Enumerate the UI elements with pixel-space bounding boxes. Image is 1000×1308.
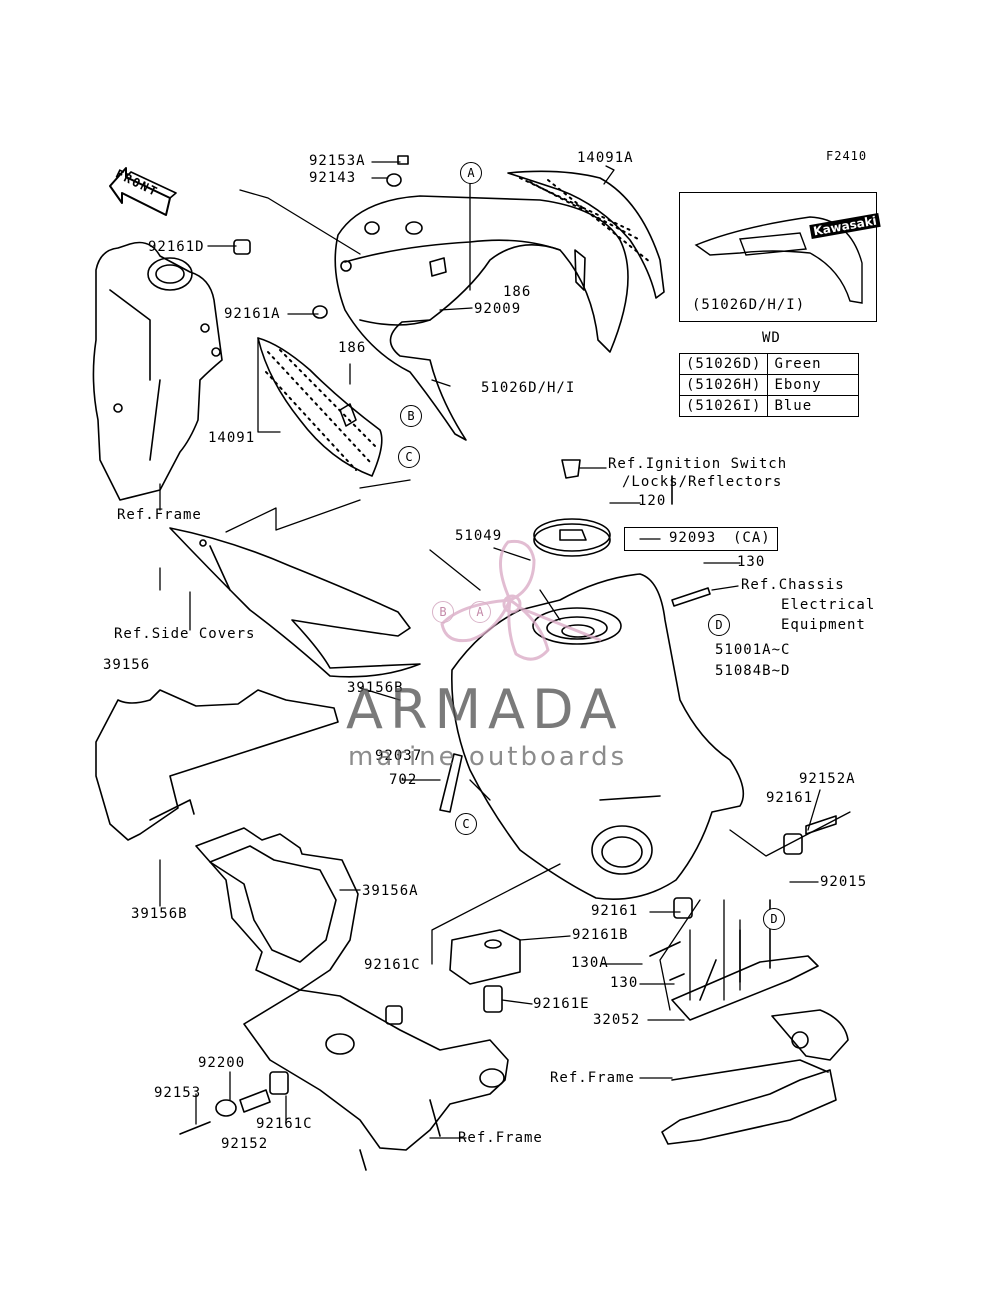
part-note-ca: (CA)	[733, 530, 771, 546]
color-variant-inset: Kawasaki (51026D/H/I)	[679, 192, 881, 322]
part-label: 51001A~C	[715, 642, 791, 658]
tank-cover-part	[334, 195, 629, 441]
part-label: 92153A	[309, 153, 366, 169]
part-label-92093: 92093	[669, 530, 717, 546]
ref-circle-c: C	[398, 446, 420, 468]
reference-label: Electrical	[781, 597, 876, 613]
part-label: 39156	[103, 657, 151, 673]
ref-circle-a: A	[469, 601, 491, 623]
part-label: 92037	[375, 748, 423, 764]
part-label: 92161C	[364, 957, 421, 973]
ref-circle-d: D	[763, 908, 785, 930]
part-label: 130A	[571, 955, 609, 971]
part-label: 92143	[309, 170, 357, 186]
table-row: (51026D) Green	[678, 353, 860, 375]
color-code-cell: (51026D)	[678, 353, 769, 375]
figure-id: F2410	[826, 149, 868, 163]
part-label: 130	[610, 975, 639, 991]
reference-label: /Locks/Reflectors	[622, 474, 783, 490]
part-92093-box: 92093 (CA)	[624, 527, 778, 551]
part-label: 92200	[198, 1055, 246, 1071]
ref-circle-d: D	[708, 614, 730, 636]
part-label: 92161	[766, 790, 814, 806]
fuel-cap-part	[533, 459, 611, 557]
watermark-brand: ARMADA	[346, 678, 624, 741]
ref-circle-c: C	[455, 813, 477, 835]
color-name-cell: Green	[767, 353, 860, 375]
part-label: 51084B~D	[715, 663, 791, 679]
part-label: 92009	[474, 301, 522, 317]
part-label: 92161A	[224, 306, 281, 322]
part-label: 51049	[455, 528, 503, 544]
frame-lower-part	[243, 989, 509, 1171]
frame-upper-left-part	[92, 241, 223, 501]
part-label: 130	[737, 554, 766, 570]
part-label: 14091A	[577, 150, 634, 166]
part-label: 92152A	[799, 771, 856, 787]
part-label: 92161C	[256, 1116, 313, 1132]
part-label: 32052	[593, 1012, 641, 1028]
reference-label: Ref.Side Covers	[114, 626, 256, 642]
part-label: 39156B	[131, 906, 188, 922]
wd-table-title: WD	[762, 330, 781, 346]
insulator-39156-part	[95, 689, 359, 991]
mesh-panel-14091a-part	[507, 170, 665, 299]
reference-label: Ref.Ignition Switch	[608, 456, 788, 472]
ref-circle-a: A	[460, 162, 482, 184]
fuel-tank-part	[451, 573, 745, 900]
part-label: 120	[638, 493, 667, 509]
inset-caption: (51026D/H/I)	[692, 297, 806, 313]
table-row: (51026I) Blue	[678, 395, 860, 417]
ref-circle-b: B	[432, 601, 454, 623]
part-label: 92161D	[148, 239, 205, 255]
part-label: 39156B	[347, 680, 404, 696]
part-label: 14091	[208, 430, 256, 446]
leader-lines	[159, 161, 851, 1139]
part-label: 186	[338, 340, 367, 356]
reference-label: Ref.Frame	[458, 1130, 543, 1146]
part-label: 92161B	[572, 927, 629, 943]
color-name-cell: Ebony	[767, 374, 860, 396]
color-code-cell: (51026H)	[678, 374, 769, 396]
tank-decal-icon	[694, 216, 863, 304]
part-label: 39156A	[362, 883, 419, 899]
part-label: 186	[503, 284, 532, 300]
part-label: 92152	[221, 1136, 269, 1152]
reference-label: Ref.Frame	[117, 507, 202, 523]
ref-circle-b: B	[400, 405, 422, 427]
watermark-tagline: marine outboards	[348, 742, 628, 772]
part-label: 702	[389, 772, 418, 788]
part-label: 51026D/H/I	[481, 380, 576, 396]
reference-label: Ref.Frame	[550, 1070, 635, 1086]
part-label: 92153	[154, 1085, 202, 1101]
color-code-cell: (51026I)	[678, 395, 769, 417]
side-cover-part	[169, 527, 421, 678]
watermark-propeller-icon	[440, 539, 602, 661]
reference-label: Equipment	[781, 617, 866, 633]
color-name-cell: Blue	[767, 395, 860, 417]
table-row: (51026H) Ebony	[678, 374, 860, 396]
part-label: 92161	[591, 903, 639, 919]
small-hardware-parts	[179, 155, 837, 1135]
mesh-panel-14091-part	[257, 337, 383, 477]
part-label: 92161E	[533, 996, 590, 1012]
front-arrow-icon	[109, 167, 177, 216]
reference-label: Ref.Chassis	[741, 577, 845, 593]
color-code-table: (51026D) Green (51026H) Ebony (51026I) B…	[678, 353, 860, 417]
part-label: 92015	[820, 874, 868, 890]
